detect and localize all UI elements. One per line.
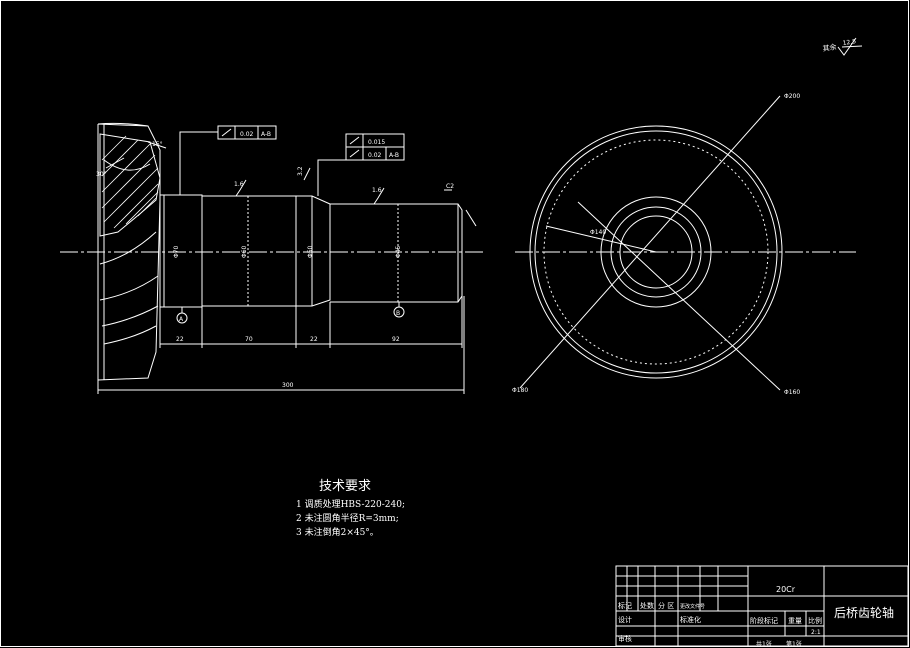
section-hatch — [101, 135, 159, 229]
title-block — [615, 565, 909, 647]
roughness-mark-1: 1.6 — [234, 181, 244, 188]
tb-label-drafting: 审核 — [618, 634, 632, 643]
dim-overall: 300 — [282, 382, 294, 389]
chamfer-label: C2 — [446, 183, 454, 190]
tb-label-zones: 处数 — [640, 601, 654, 610]
roughness-mark-3: 3.2 — [297, 166, 304, 176]
title-block-drawing-title: 后桥齿轮轴 — [834, 605, 894, 620]
gdt-frame-top — [217, 125, 277, 140]
tech-req-item-2: 2 未注圆角半径R=3mm; — [296, 512, 399, 524]
tb-label-weight: 重量 — [788, 617, 802, 625]
gdt-mid-value-1: 0.015 — [368, 139, 385, 146]
gdt-top-value: 0.02 — [240, 131, 254, 138]
gdt-top-datum: A-B — [261, 131, 271, 138]
angle-label-1: 15° — [152, 141, 163, 148]
tb-label-division: 分 区 — [658, 601, 674, 610]
gdt-mid-datum: A-B — [389, 152, 399, 159]
shaft-step-4 — [330, 203, 463, 303]
tb-label-stage-marks: 阶段标记 — [750, 616, 778, 625]
title-block-material: 20Cr — [776, 585, 796, 594]
side-view — [515, 95, 856, 391]
tb-label-change-doc-no: 更改文件号 — [680, 603, 705, 610]
dim-seg-1: 22 — [176, 336, 184, 343]
tech-req-item-3: 3 未注倒角2×45°。 — [296, 526, 379, 538]
datum-b-label: B — [396, 310, 400, 317]
leader-dia-4: Φ140 — [590, 229, 606, 236]
angle-label-2: 30° — [96, 171, 107, 178]
leader-dia-1: Φ200 — [784, 93, 800, 100]
shaft-step-2 — [201, 195, 297, 307]
front-view — [60, 122, 484, 394]
surface-finish-note-label: 其余 — [822, 42, 837, 53]
dim-dia-2: Φ60 — [241, 245, 248, 258]
tb-label-revision-marks: 标记 — [618, 601, 632, 610]
datum-a-label: A — [179, 316, 184, 323]
leader-dia-2: Φ180 — [512, 387, 528, 394]
tb-label-scale: 比例 — [808, 616, 822, 625]
tb-label-standardization: 标准化 — [680, 615, 701, 624]
dim-dia-4: Φ45 — [395, 245, 402, 258]
dim-dia-1: Φ70 — [173, 245, 180, 258]
tb-sheet-count: 共1张 — [756, 640, 772, 648]
gdt-mid-value-2: 0.02 — [368, 152, 382, 159]
tech-req-item-1: 1 调质处理HBS-220-240; — [296, 498, 405, 510]
leader-dia-3: Φ160 — [784, 389, 800, 396]
tb-sheet-number: 第1张 — [786, 640, 802, 648]
gdt-frame-mid — [345, 133, 405, 161]
surface-finish-note: 其余 12.5 — [822, 37, 863, 56]
tech-req-heading: 技术要求 — [319, 479, 371, 494]
dim-dia-3: Φ50 — [307, 245, 314, 258]
title-block-scale-value: 2:1 — [811, 629, 821, 636]
dim-seg-2: 70 — [245, 336, 253, 343]
surface-finish-note-value: 12.5 — [842, 38, 856, 47]
dim-seg-4: 92 — [392, 336, 400, 343]
tb-label-design: 设计 — [618, 615, 632, 624]
roughness-mark-2: 1.6 — [372, 187, 382, 194]
dim-seg-3: 22 — [310, 336, 318, 343]
shaft-step-1 — [159, 194, 203, 308]
